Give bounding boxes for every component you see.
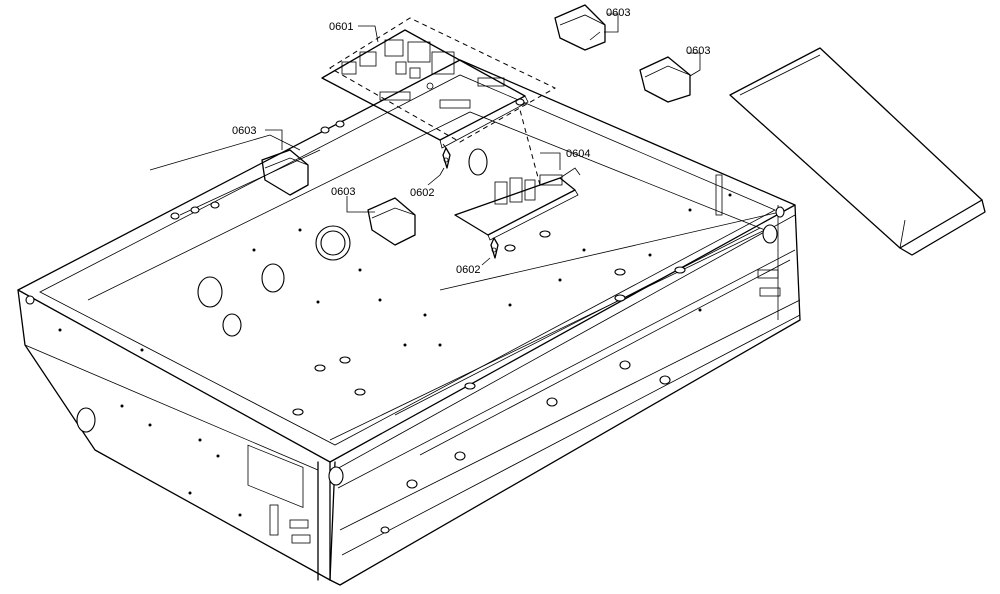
rivet-dots [58, 193, 732, 517]
label-0601: 0601 [329, 21, 353, 33]
chassis-tray [17, 59, 801, 586]
clip-top [442, 147, 451, 169]
label-0602-bottom: 0602 [456, 264, 480, 276]
relay-top-right [639, 56, 691, 103]
leader-lines [265, 13, 701, 266]
relay-left [261, 149, 309, 196]
label-0603-middle: 0603 [331, 186, 355, 198]
floor-holes [25, 98, 785, 534]
label-0602-top: 0602 [410, 187, 434, 199]
label-0603-top-center: 0603 [606, 7, 630, 19]
clip-bottom [490, 237, 499, 259]
grommet [468, 148, 488, 176]
label-0603-left: 0603 [232, 125, 256, 137]
label-0603-top-right: 0603 [686, 45, 710, 57]
label-0604: 0604 [566, 148, 590, 160]
relay-middle [367, 197, 416, 246]
cover-plate [729, 47, 986, 256]
relay-top-center [554, 4, 606, 51]
main-control-board [321, 17, 557, 149]
small-board [454, 167, 581, 241]
